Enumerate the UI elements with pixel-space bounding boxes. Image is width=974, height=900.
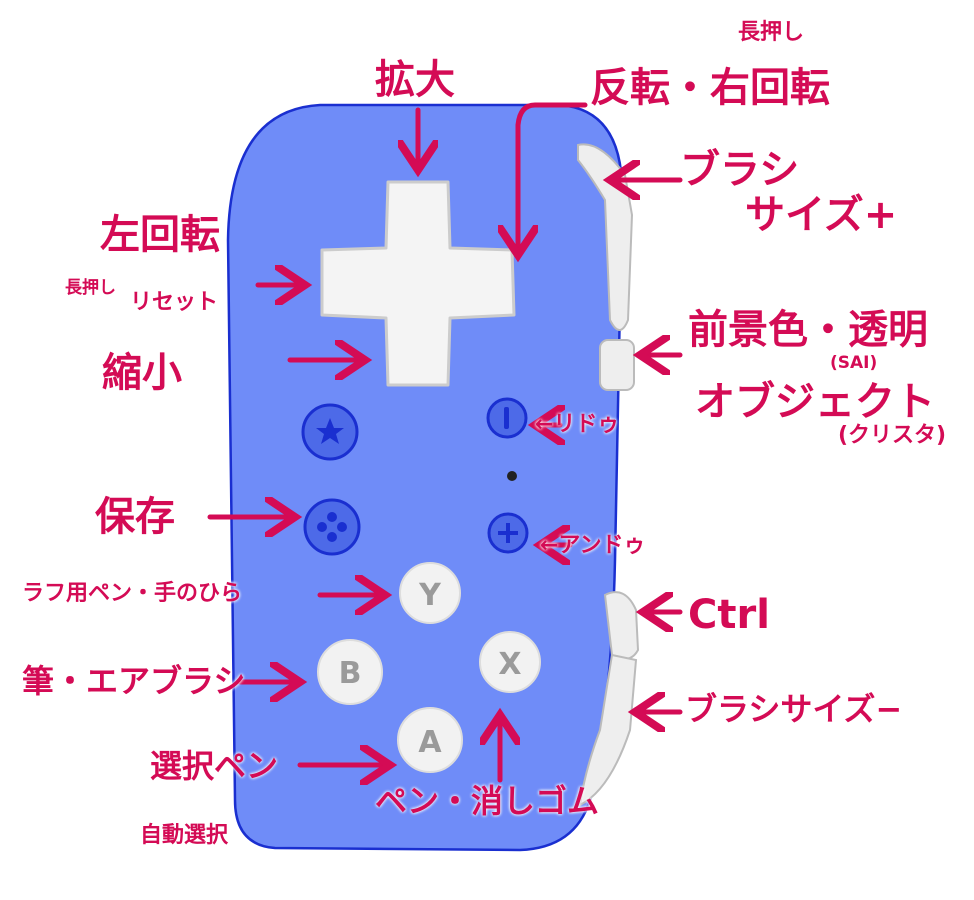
b-label: B — [338, 656, 362, 691]
a-button[interactable] — [397, 707, 463, 773]
label-sai: (SAI) — [830, 353, 878, 373]
label-fg-color-transparent: 前景色・透明 — [688, 307, 928, 353]
a-label: A — [418, 725, 442, 760]
d-pad[interactable] — [320, 180, 516, 387]
save-button[interactable] — [303, 498, 361, 556]
home-icon — [317, 512, 347, 542]
label-rotate-left: 左回転 — [100, 212, 220, 258]
plus-icon — [498, 523, 518, 543]
label-rough-pen-hand: ラフ用ペン・手のひら — [22, 581, 243, 606]
label-undo: ←アンドゥ — [540, 533, 646, 558]
label-zoom-out: 縮小 — [102, 350, 182, 396]
minus-icon — [504, 407, 509, 429]
label-zoom-in: 拡大 — [375, 57, 455, 103]
label-long-press-left: 長押し — [65, 278, 116, 298]
y-label: Y — [419, 578, 441, 613]
y-button[interactable] — [399, 562, 461, 624]
label-brush-airbrush: 筆・エアブラシ — [22, 662, 246, 700]
x-label: X — [498, 647, 522, 682]
label-brush-size-plus-1: ブラシ — [680, 147, 800, 193]
camera-dot — [507, 471, 517, 481]
x-button[interactable] — [479, 631, 541, 693]
label-selection-pen: 選択ペン — [150, 747, 279, 785]
label-clip-studio: (クリスタ) — [838, 423, 947, 448]
label-auto-select: 自動選択 — [140, 823, 229, 848]
label-flip-rotate-right: 反転・右回転 — [590, 65, 830, 111]
label-reset: リセット — [130, 290, 219, 315]
label-pen-eraser: ペン・消しゴム — [375, 782, 600, 820]
label-redo: ←リドゥ — [535, 412, 620, 437]
star-icon — [316, 418, 344, 444]
arrows — [207, 102, 683, 780]
label-save: 保存 — [95, 494, 175, 540]
label-ctrl: Ctrl — [688, 592, 770, 638]
brush-size-minus-button[interactable] — [578, 653, 638, 807]
label-object: オブジェクト — [695, 379, 935, 425]
side-small-button[interactable] — [599, 339, 635, 391]
label-brush-size-minus: ブラシサイズ− — [685, 690, 903, 728]
b-button[interactable] — [317, 639, 383, 705]
label-brush-size-plus-2: サイズ+ — [745, 192, 898, 238]
label-long-press-top: 長押し — [738, 20, 805, 45]
